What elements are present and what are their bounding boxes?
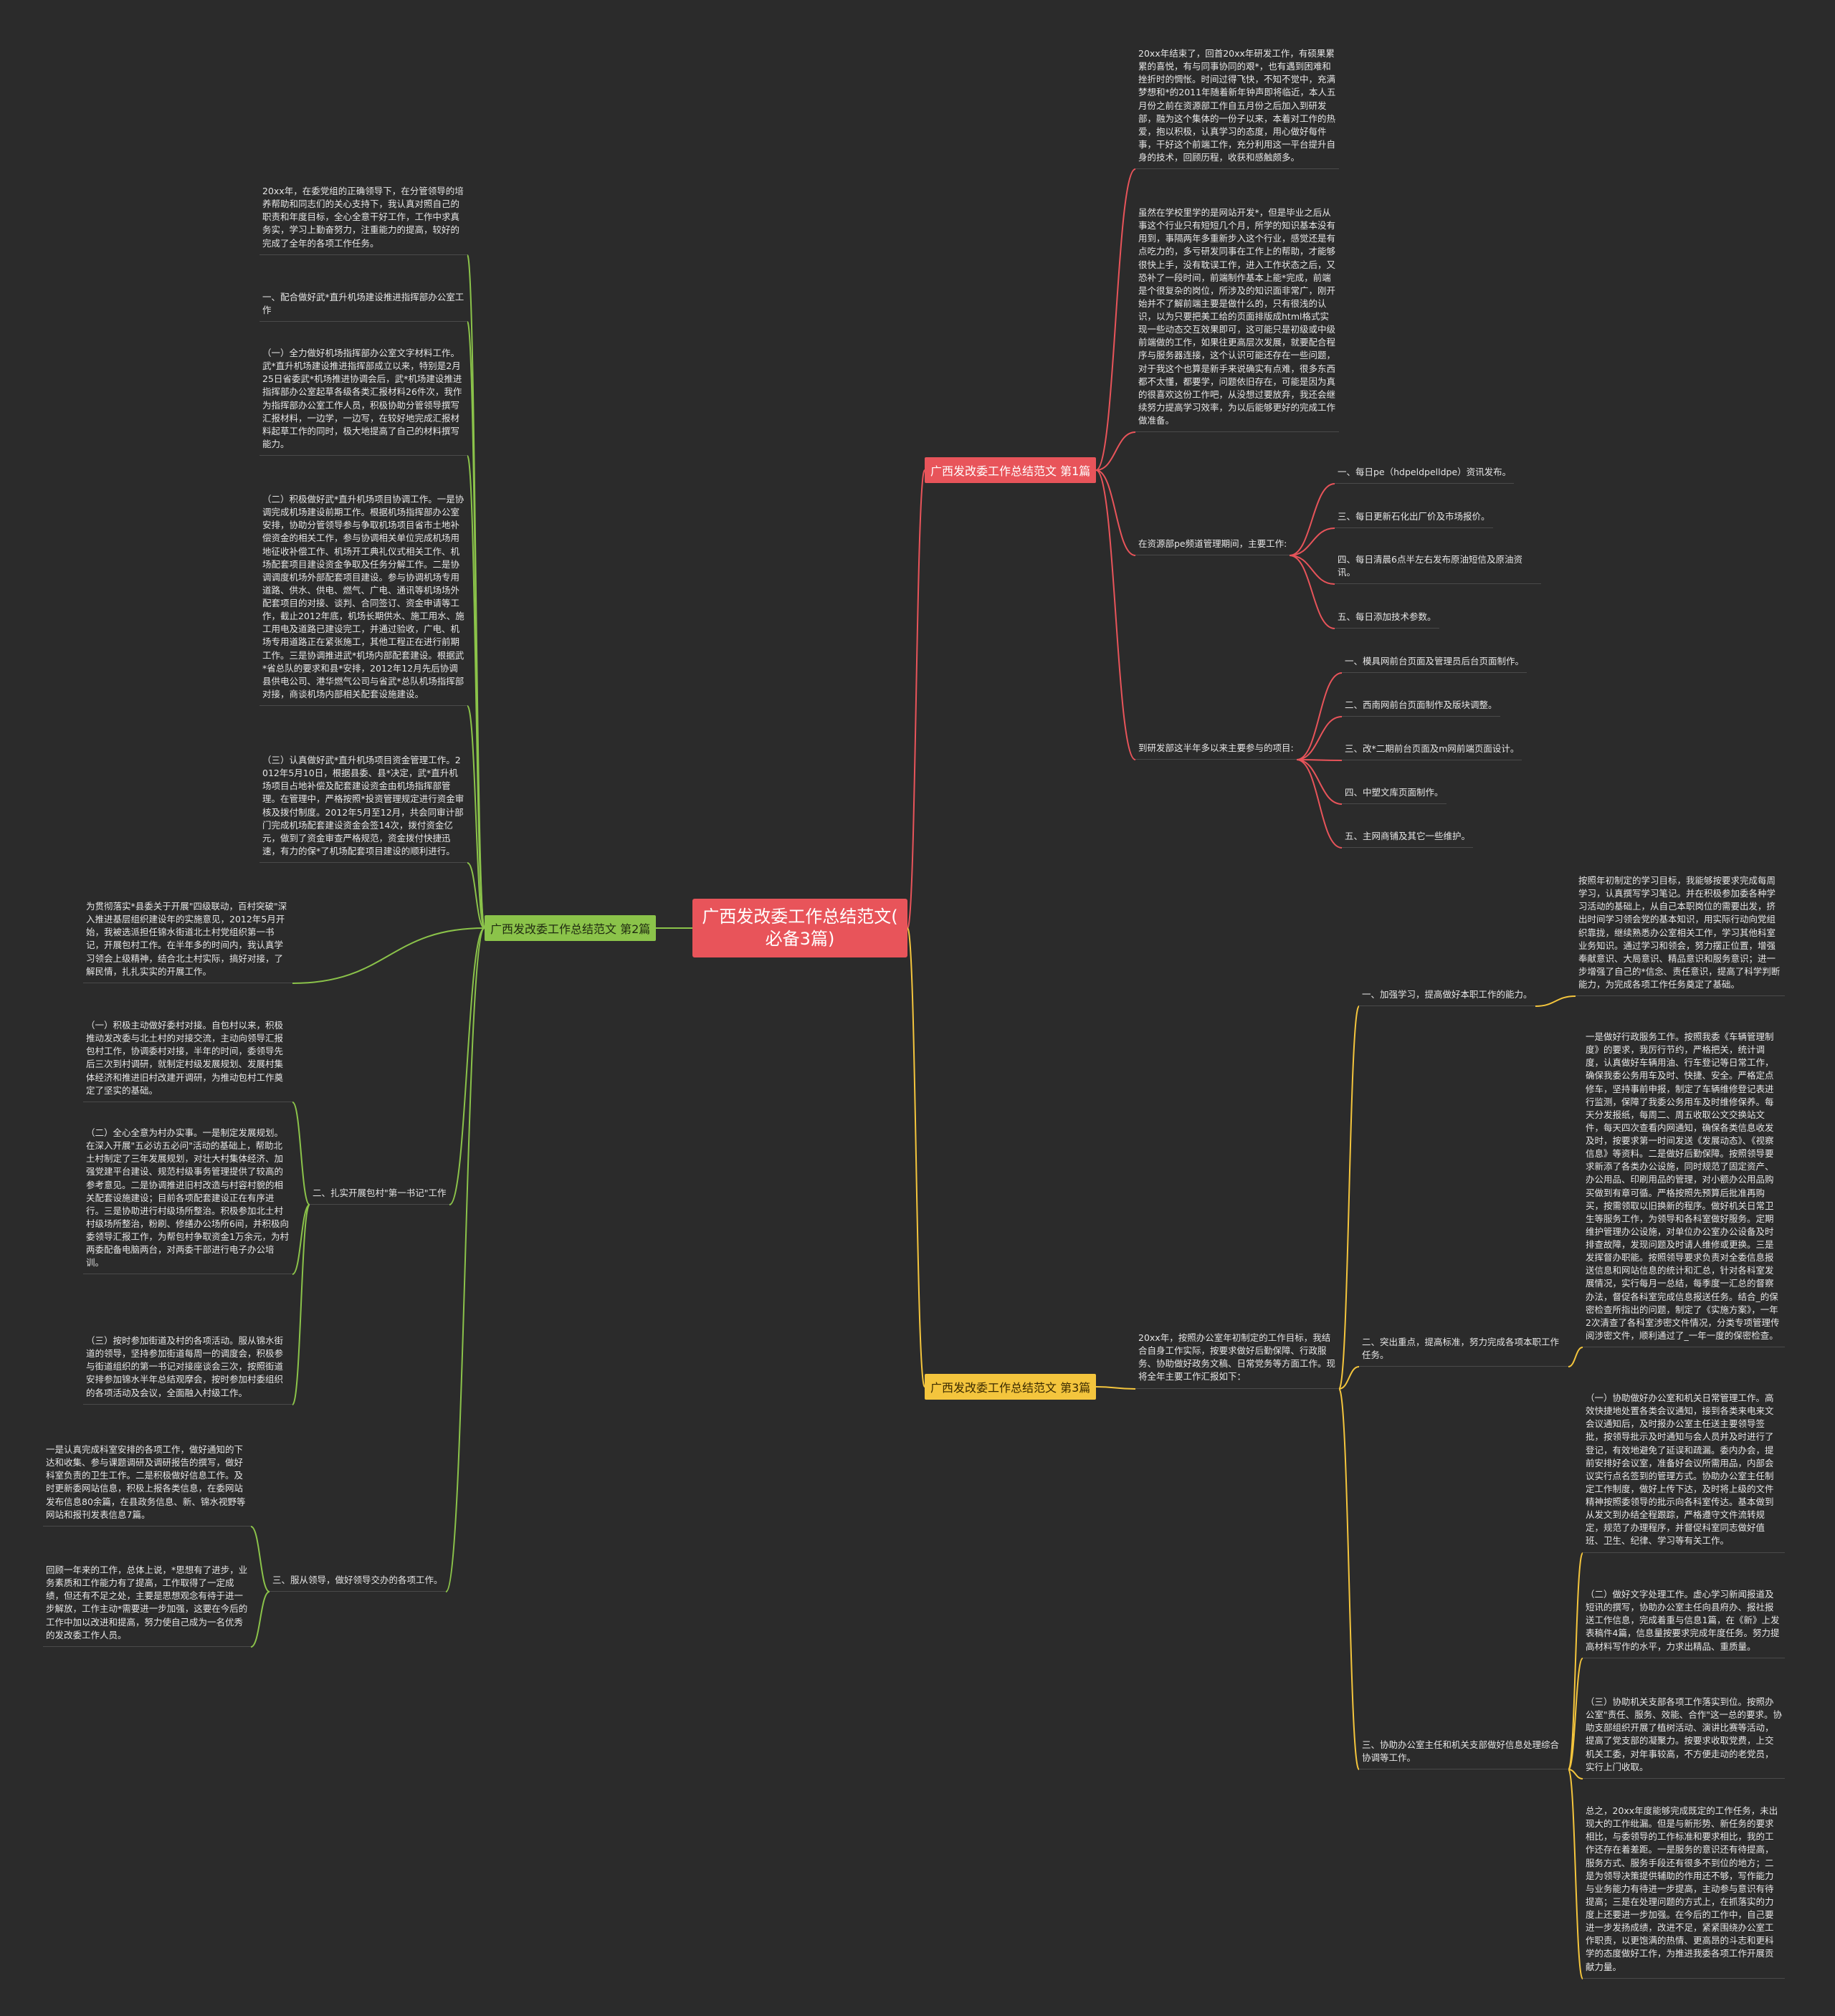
link-b2-obey-item-1 (250, 1526, 270, 1592)
link-b3-assist-label (1338, 1388, 1360, 1770)
b1-pe-item-4[interactable]: 五、每日添加技术参数。 (1335, 609, 1439, 629)
link-b3-key-work-text (1568, 1347, 1583, 1367)
b1-project-item-3[interactable]: 三、改*二期前台页面及m网前端页面设计。 (1342, 741, 1522, 761)
link-b2-airport-item-3 (467, 862, 485, 929)
link-b1-resource-dept-label (1095, 469, 1136, 556)
b2-airport-item-3[interactable]: （三）认真做好武*直升机场项目资金管理工作。2012年5月10日，根据县委、县*… (259, 753, 467, 863)
b3-assist-item-2[interactable]: （二）做好文字处理工作。虚心学习新闻报道及短讯的撰写，协助办公室主任向县府办、报… (1583, 1587, 1785, 1658)
b3-study-text[interactable]: 按照年初制定的学习目标，我能够按要求完成每周学习，认真撰写学习笔记。并在积极参加… (1576, 873, 1785, 997)
link-b1-project-item-5 (1296, 759, 1343, 849)
link-b2-obey-section-label (445, 927, 485, 1592)
link-b3-intro (1095, 1386, 1136, 1390)
b1-pe-item-2[interactable]: 三、每日更新石化出厂价及市场报价。 (1335, 509, 1493, 529)
b2-village-item-1[interactable]: （一）积极主动做好委村对接。自包村以来，积极推动发改委与北土村的对接交流，主动向… (83, 1018, 292, 1102)
b1-pe-item-3[interactable]: 四、每日清晨6点半左右发布原油短信及原油资讯。 (1335, 552, 1541, 585)
link-b2-airport-section-title (467, 321, 485, 929)
link-b2-village-item-1 (292, 1102, 310, 1205)
b3-key-work-text[interactable]: 一是做好行政服务工作。按照我委《车辆管理制度》的要求，我厉行节约，严格把关，统计… (1583, 1029, 1785, 1347)
b2-airport-section-title[interactable]: 一、配合做好武*直升机场建设推进指挥部办公室工作 (259, 290, 467, 323)
link-b2-village-section-label (449, 927, 485, 1205)
b2-paragraph-1[interactable]: 20xx年，在委党组的正确领导下，在分管领导的培养帮助和同志们的关心支持下，我认… (259, 183, 467, 255)
link-b2-village-item-3 (292, 1204, 310, 1405)
link-b3-assist-item-2 (1568, 1658, 1583, 1770)
link-b3-study-text (1535, 995, 1576, 1007)
b3-key-work-label[interactable]: 二、突出重点，提高标准，努力完成各项本职工作任务。 (1359, 1334, 1568, 1367)
b1-project-item-2[interactable]: 二、西南网前台页面制作及版块调整。 (1342, 697, 1500, 717)
link-b1-pe-item-3 (1289, 555, 1335, 585)
link-b3-assist-item-1 (1568, 1552, 1583, 1770)
link-b3-assist-item-3 (1568, 1769, 1583, 1779)
b1-resource-dept-label[interactable]: 在资源部pe频道管理期间，主要工作: (1135, 536, 1290, 556)
link-b1-pe-item-4 (1289, 555, 1335, 629)
branch-part-1[interactable]: 广西发改委工作总结范文 第1篇 (925, 457, 1097, 483)
b2-obey-section-label[interactable]: 三、服从领导，做好领导交办的各项工作。 (270, 1572, 446, 1592)
link-b1-rd-projects-label (1095, 469, 1136, 760)
b2-village-item-3[interactable]: （三）按时参加街道及村的各项活动。服从锦水街道的领导，坚持参加街道每周一的调度会… (83, 1333, 292, 1405)
b1-paragraph-1[interactable]: 20xx年结束了，回首20xx年研发工作，有硕果累累的喜悦，有与同事协同的艰*，… (1135, 46, 1339, 170)
link-b3-study-label (1338, 1005, 1360, 1390)
b3-summary[interactable]: 总之，20xx年度能够完成既定的工作任务，未出现大的工作纰漏。但是与新形势、新任… (1583, 1803, 1785, 1979)
b1-project-item-5[interactable]: 五、主网商铺及其它一些维护。 (1342, 828, 1474, 849)
link-b2-village-intro (292, 927, 485, 984)
link-b2-airport-item-1 (467, 455, 485, 929)
b2-airport-item-2[interactable]: （二）积极做好武*直升机场项目协调工作。一是协调完成机场建设前期工作。根据机场指… (259, 492, 467, 706)
b3-assist-label[interactable]: 三、协助办公室主任和机关支部做好信息处理综合协调等工作。 (1359, 1737, 1568, 1770)
b1-project-item-4[interactable]: 四、中塑文库页面制作。 (1342, 785, 1446, 805)
b1-paragraph-2[interactable]: 虽然在学校里学的是网站开发*，但是毕业之后从事这个行业只有短短几个月，所学的知识… (1135, 205, 1339, 433)
b1-pe-item-1[interactable]: 一、每日pe（hdpeldpelldpe）资讯发布。 (1335, 464, 1515, 484)
b2-village-intro[interactable]: 为贯彻落实*县委关于开展"四级联动，百村突破"深入推进基层组织建设年的实施意见，… (83, 899, 292, 983)
b3-assist-item-3[interactable]: （三）协助机关支部各项工作落实到位。按照办公室"责任、服务、效能、合作"这一总的… (1583, 1694, 1785, 1779)
b2-village-section-label[interactable]: 二、扎实开展包村"第一书记"工作 (310, 1185, 449, 1205)
b1-project-item-1[interactable]: 一、模具网前台页面及管理员后台页面制作。 (1342, 654, 1527, 674)
link-b1-paragraph-2 (1095, 431, 1136, 471)
link-b1-paragraph-1 (1095, 168, 1136, 471)
b2-village-item-2[interactable]: （二）全心全意为村办实事。一是制定发展规划。在深入开展"五必访五必问"活动的基础… (83, 1125, 292, 1275)
link-b1-pe-item-1 (1289, 483, 1335, 556)
b2-airport-item-1[interactable]: （一）全力做好机场指挥部办公室文字材料工作。武*直升机场建设推进指挥部成立以来，… (259, 345, 467, 456)
link-branch-part-3 (907, 927, 925, 1387)
b3-assist-item-1[interactable]: （一）协助做好办公室和机关日常管理工作。高效快捷地处置各类会议通知，接到各类来电… (1583, 1390, 1785, 1553)
branch-part-2[interactable]: 广西发改委工作总结范文 第2篇 (485, 915, 657, 941)
link-b2-airport-item-2 (467, 705, 485, 929)
b1-rd-projects-label[interactable]: 到研发部这半年多以来主要参与的项目: (1135, 740, 1297, 760)
link-b1-project-item-1 (1296, 672, 1343, 760)
link-b1-project-item-2 (1296, 716, 1343, 760)
b3-study-label[interactable]: 一、加强学习，提高做好本职工作的能力。 (1359, 987, 1535, 1007)
link-branch-part-1 (907, 469, 925, 929)
link-b3-summary (1568, 1769, 1583, 1979)
branch-part-3[interactable]: 广西发改委工作总结范文 第3篇 (925, 1374, 1097, 1400)
link-b3-key-work-label (1338, 1366, 1360, 1390)
link-b2-village-item-2 (292, 1204, 310, 1275)
link-b1-project-item-4 (1296, 759, 1343, 805)
link-b2-obey-item-2 (250, 1591, 270, 1648)
b3-intro[interactable]: 20xx年，按照办公室年初制定的工作目标，我结合自身工作实际，按要求做好后勤保障… (1135, 1330, 1339, 1389)
root-topic[interactable]: 广西发改委工作总结范文( 必备3篇) (692, 899, 907, 957)
b2-obey-item-2[interactable]: 回顾一年来的工作，总体上说，*思想有了进步，业务素质和工作能力有了提高，工作取得… (43, 1562, 251, 1647)
b2-obey-item-1[interactable]: 一是认真完成科室安排的各项工作，做好通知的下达和收集、参与课题调研及调研报告的撰… (43, 1442, 251, 1527)
link-b1-pe-item-2 (1289, 527, 1335, 556)
